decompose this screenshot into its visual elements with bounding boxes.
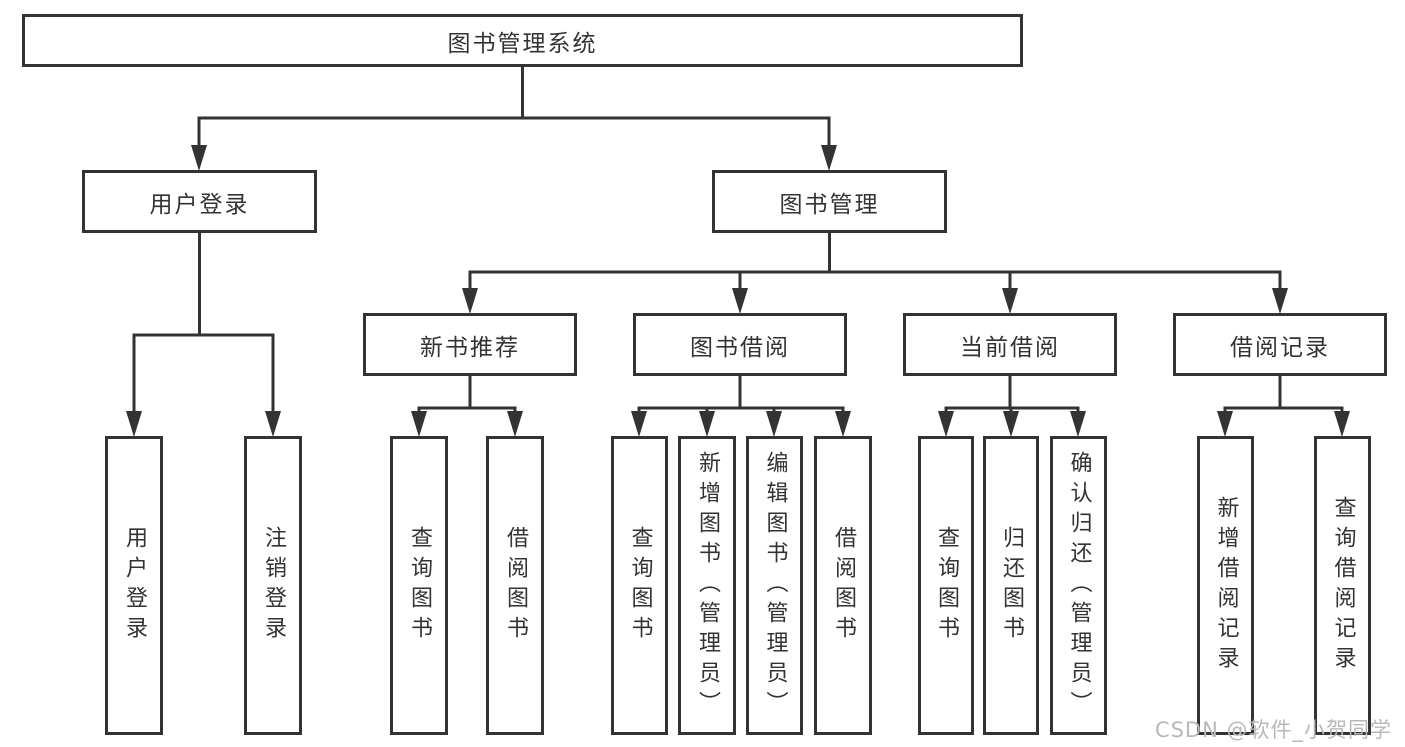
node-book-management: 图书管理 [712,170,947,233]
node-library-system: 图书管理系统 [22,14,1023,67]
arrowheads [126,145,1350,437]
leaf-user-login: 用户登录 [105,436,163,735]
node-book-borrowing: 图书借阅 [633,313,847,376]
leaf-logout-login: 注销登录 [244,436,302,735]
leaf-return-books: 归还图书 [983,436,1039,735]
leaf-query-books-recommend: 查询图书 [390,436,448,735]
csdn-watermark: CSDN @软件_小贺同学 [1154,718,1392,742]
node-user-login: 用户登录 [82,170,317,233]
leaf-borrow-books-borrowing: 借阅图书 [814,436,872,735]
leaf-query-borrow-record: 查询借阅记录 [1314,436,1371,735]
leaf-add-borrow-record: 新增借阅记录 [1197,436,1254,735]
leaf-query-books-current: 查询图书 [918,436,974,735]
node-current-borrowing: 当前借阅 [903,313,1117,376]
leaf-query-books-borrowing: 查询图书 [611,436,668,735]
leaf-edit-books-admin: 编辑图书（管理员） [746,436,803,735]
node-new-book-recommend: 新书推荐 [363,313,577,376]
leaf-confirm-return-admin: 确认归还（管理员） [1050,436,1107,735]
leaf-borrow-books-recommend: 借阅图书 [486,436,544,735]
node-borrowing-records: 借阅记录 [1173,313,1387,376]
leaf-add-books-admin: 新增图书（管理员） [678,436,736,735]
